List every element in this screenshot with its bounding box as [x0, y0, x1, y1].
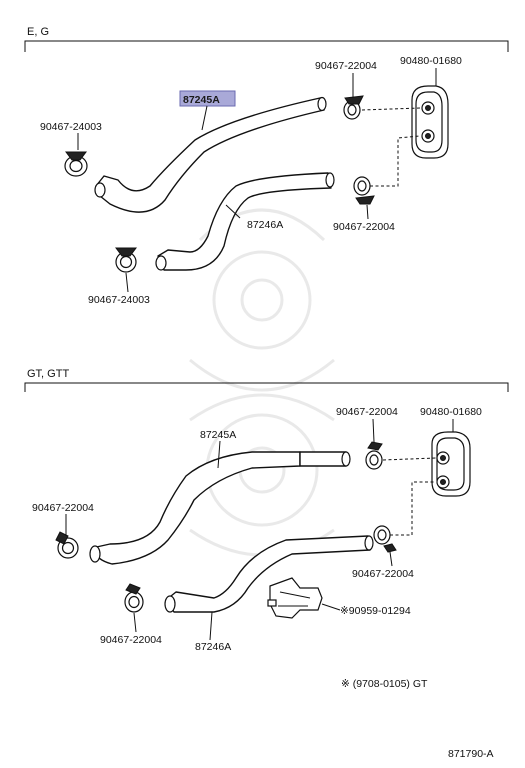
hose-87245a-end-left — [89, 545, 101, 563]
hose-87245a-end-left — [94, 182, 106, 198]
clamp-icon — [115, 247, 137, 273]
clamp-icon — [373, 525, 397, 553]
label-hose-upper[interactable]: 87245A — [200, 429, 236, 441]
hose-87245a — [91, 451, 301, 565]
bracket-icon — [267, 577, 323, 619]
figure-number: 871790-A — [448, 748, 494, 760]
leader-line — [366, 204, 369, 220]
connector-dash — [390, 481, 436, 536]
connector-dash — [382, 457, 437, 461]
section-title: E, G — [27, 26, 49, 38]
section-frame — [24, 40, 509, 52]
connector-dash — [370, 135, 421, 187]
clamp-icon — [353, 176, 375, 205]
label-clamp-left-lower[interactable]: 90467-24003 — [88, 294, 150, 306]
clamp-icon — [124, 583, 144, 613]
grommet-icon — [411, 85, 449, 159]
label-bracket[interactable]: ※90959-01294 — [340, 605, 411, 617]
leader-line — [389, 551, 393, 567]
hose-87245a-end — [341, 451, 351, 467]
label-hose-lower[interactable]: 87246A — [195, 641, 231, 653]
leader-line — [201, 105, 208, 131]
leader-line — [321, 603, 341, 611]
leader-line — [209, 611, 213, 641]
label-clamp-right-upper[interactable]: 90467-22004 — [336, 406, 398, 418]
label-hose-upper[interactable]: 87245A — [183, 94, 220, 106]
section-e-g: E, G 87245A 87246A 90467-24003 90467-240… — [24, 26, 509, 306]
hose-87246a-end-left — [155, 255, 167, 271]
section-gt-gtt: GT, GTT 87245A 87246A 90467-22004 90467-… — [24, 368, 509, 653]
clamp-icon — [365, 441, 383, 470]
leader-line — [125, 272, 129, 293]
highlight-box — [179, 90, 236, 107]
label-hose-lower[interactable]: 87246A — [247, 219, 283, 231]
hose-87246a-end-left — [164, 595, 176, 613]
hose-87245a-end-piece — [299, 451, 347, 467]
clamp-icon — [55, 531, 79, 559]
hose-87245a — [95, 97, 325, 213]
label-clamp-left-upper[interactable]: 90467-24003 — [40, 121, 102, 133]
label-clamp-left-upper[interactable]: 90467-22004 — [32, 502, 94, 514]
label-grommet[interactable]: 90480-01680 — [420, 406, 482, 418]
hose-87246a-end — [325, 172, 335, 188]
hose-87246a-end — [364, 535, 374, 551]
connector-dash — [361, 107, 421, 111]
label-clamp-left-lower[interactable]: 90467-22004 — [100, 634, 162, 646]
section-frame — [24, 382, 509, 392]
footnote: ※ (9708-0105) GT — [341, 678, 428, 690]
leader-line — [372, 418, 375, 443]
leader-line — [217, 440, 221, 469]
grommet-icon — [431, 431, 471, 497]
label-clamp-right-upper[interactable]: 90467-22004 — [315, 60, 377, 72]
leader-line — [225, 204, 241, 219]
label-clamp-right-lower[interactable]: 90467-22004 — [352, 568, 414, 580]
hose-87245a-end — [317, 96, 327, 112]
label-clamp-right-lower[interactable]: 90467-22004 — [333, 221, 395, 233]
clamp-icon — [64, 151, 88, 177]
clamp-icon — [343, 95, 364, 120]
section-title: GT, GTT — [27, 368, 69, 380]
label-grommet[interactable]: 90480-01680 — [400, 55, 462, 67]
leader-line — [133, 612, 137, 633]
